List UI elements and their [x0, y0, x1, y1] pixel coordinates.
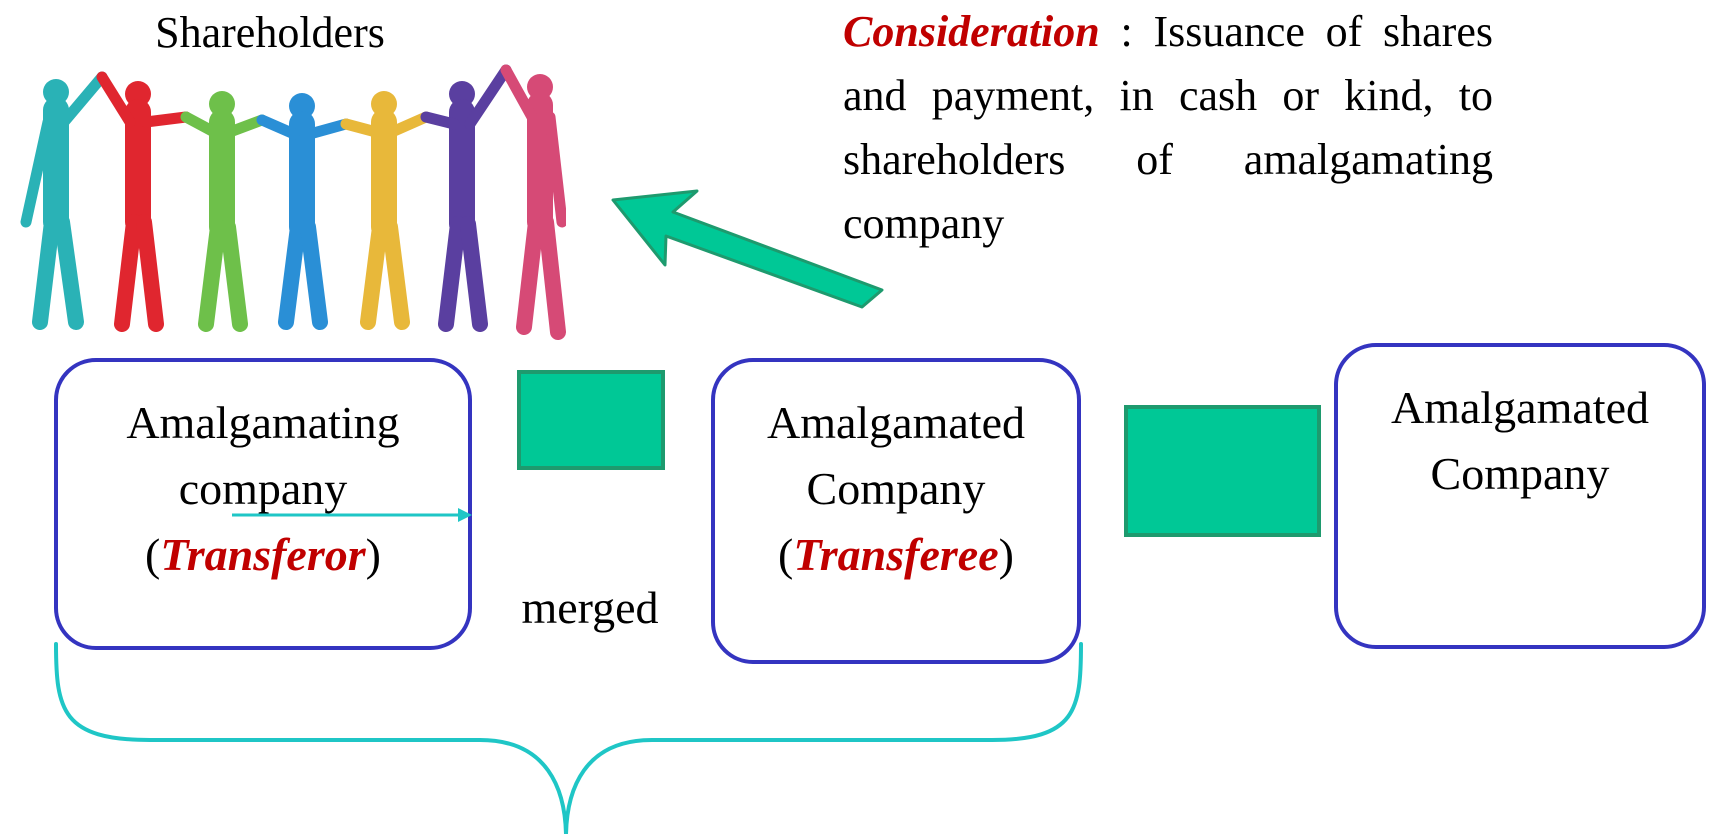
transferee-line2: Company [806, 463, 986, 514]
transferor-role: Transferor [160, 529, 366, 580]
people-holding-hands-illustration [20, 64, 566, 340]
transferor-role-line: (Transferor) [58, 522, 468, 588]
transferor-role-close: ) [365, 529, 381, 580]
equals-block [1124, 405, 1321, 537]
merged-label: merged [521, 582, 659, 633]
result-company-box: Amalgamated Company [1334, 343, 1706, 649]
person-teal [20, 71, 108, 330]
person-red [96, 71, 192, 332]
consideration-separator: : [1099, 7, 1154, 56]
person-green [180, 91, 268, 332]
transferor-line2: company [178, 463, 348, 514]
person-yellow [340, 91, 432, 330]
transferee-role-open: ( [778, 529, 794, 580]
transferee-company-box: Amalgamated Company (Transferee) [711, 358, 1081, 664]
person-blue [256, 93, 352, 330]
result-line2: Company [1430, 448, 1610, 499]
transferor-role-open: ( [145, 529, 161, 580]
consideration-description: Issuance of shares and payment, in cash … [843, 7, 1493, 248]
transferee-line1: Amalgamated [766, 397, 1025, 448]
transferee-role-line: (Transferee) [715, 522, 1077, 588]
person-purple [420, 64, 512, 332]
consideration-text: Consideration : Issuance of shares and p… [843, 0, 1493, 256]
person-pink [500, 64, 566, 340]
result-line1: Amalgamated [1390, 382, 1649, 433]
transferor-line1: Amalgamating [126, 397, 400, 448]
transferor-company-box: Amalgamating company (Transferor) [54, 358, 472, 650]
shareholders-title: Shareholders [155, 8, 385, 57]
transferee-role-close: ) [998, 529, 1014, 580]
plus-block [517, 370, 665, 470]
brace-icon [54, 642, 1083, 834]
transferee-role: Transferee [793, 529, 999, 580]
consideration-term: Consideration [843, 7, 1100, 56]
arrow-to-shareholders-icon [611, 189, 884, 309]
